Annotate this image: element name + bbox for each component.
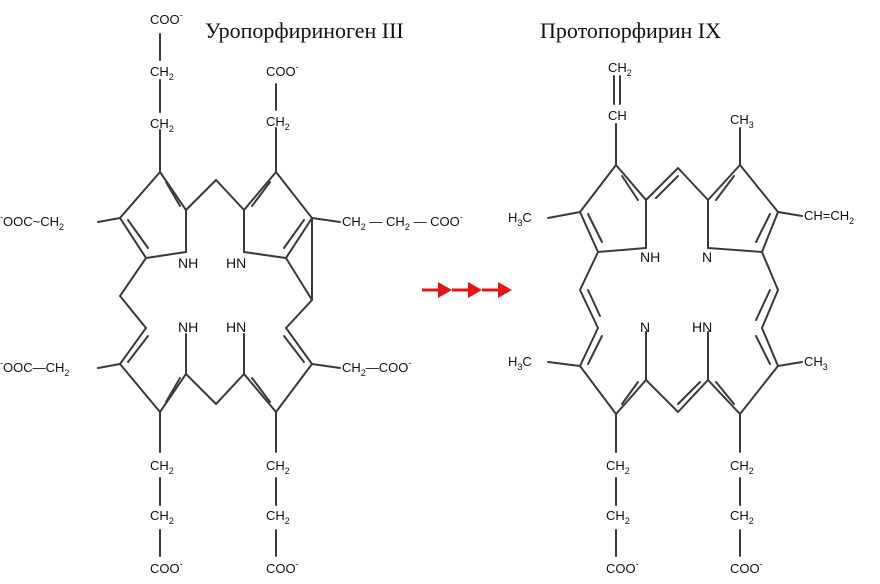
protoporphyrin-structure: NH N N HN CH CH2 CH3 H3C CH=CH2 H3C CH3 … (508, 60, 854, 576)
pp-atom-hn: HN (692, 319, 712, 335)
pp-coo-br: COO- (730, 559, 763, 576)
ch2-tr-1: CH2 (266, 114, 290, 132)
atom-nh-tl: NH (178, 255, 198, 271)
ch2-bl-2: CH2 (150, 508, 174, 526)
ch2-coo-right-lower: CH2—COO- (342, 358, 411, 378)
atom-nh-bl: NH (178, 319, 198, 335)
reaction-arrows (422, 282, 512, 298)
ch2-br-1: CH2 (266, 458, 290, 476)
uroporphyrinogen-structure: NH HN NH HN CH2 CH2 COO- CH2 COO- -OOC~C… (0, 10, 463, 576)
arrow-head-2 (468, 282, 482, 298)
coo-tl: COO- (150, 10, 183, 27)
pp-h3c-left-lower: H3C (508, 354, 532, 372)
pp-pyrrole-top-left (578, 164, 647, 254)
pp-vinyl-right: CH=CH2 (804, 208, 854, 226)
ooc-ch2-left-lower: -OOC—CH2 (0, 358, 69, 378)
ch2-tl-1: CH2 (150, 116, 174, 134)
pp-bridge-left (578, 251, 599, 329)
pp-ch3-top-right: CH3 (730, 112, 754, 130)
arrow-head-3 (498, 282, 512, 298)
pp-pyrrole-top-right (707, 164, 780, 254)
coo-tr: COO- (266, 62, 299, 79)
atom-hn-br: HN (226, 319, 246, 335)
pp-vinyl-ch2: CH2 (608, 60, 632, 78)
bridge-right (285, 257, 314, 329)
ch2-bl-1: CH2 (150, 458, 174, 476)
title-uroporphyrinogen: Уропорфириноген III (205, 18, 404, 43)
pyrrole-top-left (118, 171, 187, 260)
pp-ch2-br-2: CH2 (730, 508, 754, 526)
pyrrole-top-right (243, 171, 314, 260)
pp-atom-n-tr: N (702, 249, 712, 265)
pp-bridge-top (645, 166, 709, 201)
pp-ch3-right-lower: CH3 (804, 354, 828, 372)
pp-vinyl-ch: CH (608, 108, 627, 123)
pp-bridge-right (761, 251, 780, 329)
atom-hn-tr: HN (226, 255, 246, 271)
pp-pyrrole-bottom-left (578, 327, 647, 416)
ooc-ch2-left-upper: -OOC~CH2 (0, 212, 64, 232)
pp-h3c-left-upper: H3C (508, 210, 532, 228)
pp-ch2-bl-1: CH2 (606, 458, 630, 476)
bridge-top (185, 178, 245, 211)
pp-atom-nh: NH (640, 249, 660, 265)
ch2-tl-2: CH2 (150, 64, 174, 82)
pp-ch2-bl-2: CH2 (606, 508, 630, 526)
pp-pyrrole-bottom-right (707, 327, 780, 416)
coo-br: COO- (266, 559, 299, 576)
coo-bl: COO- (150, 559, 183, 576)
pp-ch2-br-1: CH2 (730, 458, 754, 476)
pp-coo-bl: COO- (606, 559, 639, 576)
ch2-ch2-coo-right-upper: CH2 — CH2 — COO- (342, 212, 463, 232)
ch2-br-2: CH2 (266, 508, 290, 526)
title-protoporphyrin: Протопорфирин IX (540, 18, 721, 43)
bridge-left (118, 257, 147, 329)
arrow-head-1 (438, 282, 452, 298)
pyrrole-bottom-left (118, 327, 187, 414)
pp-bridge-bottom (645, 379, 709, 414)
bridge-bottom (185, 373, 245, 406)
pyrrole-bottom-right (243, 327, 314, 414)
pp-atom-n-bl: N (640, 319, 650, 335)
